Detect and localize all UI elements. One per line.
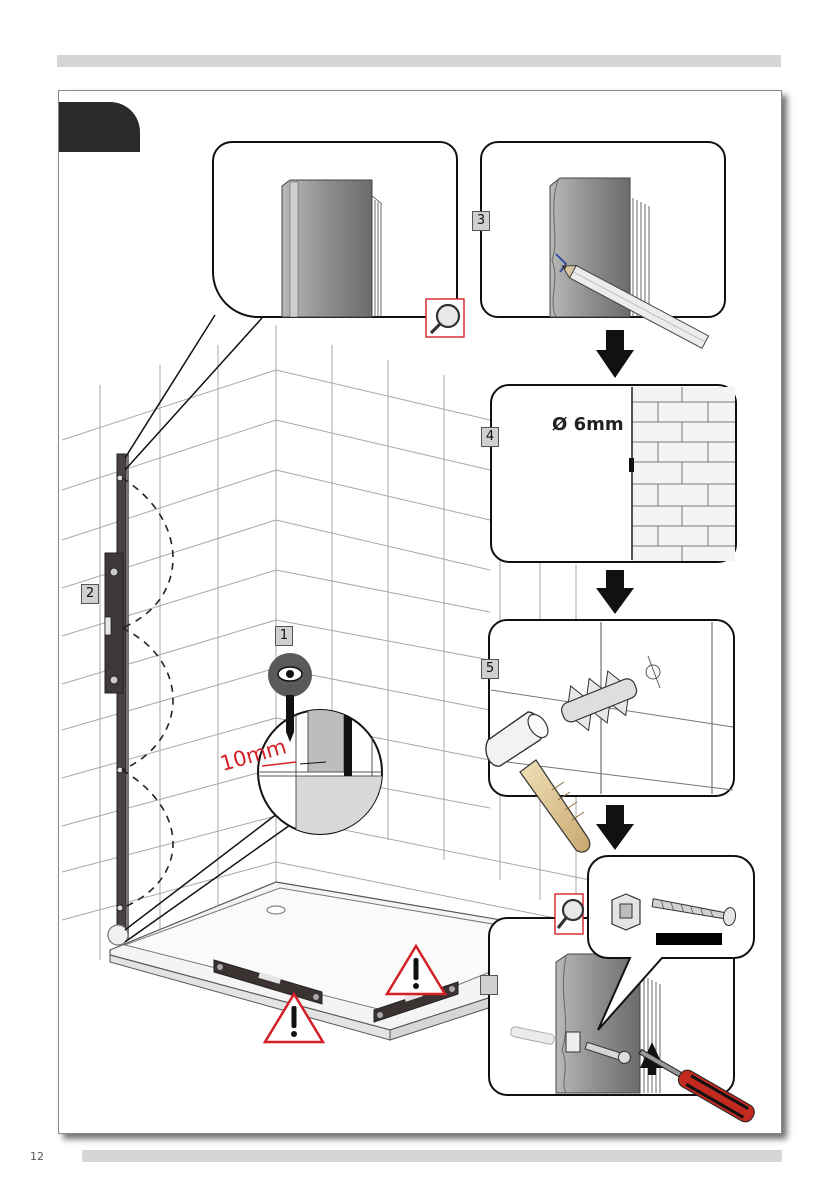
section-tab bbox=[59, 102, 140, 152]
step-label-4: 4 bbox=[481, 427, 499, 447]
zoom-callout-profile bbox=[125, 142, 457, 470]
step-label-5: 5 bbox=[481, 659, 499, 679]
arrow-down-icon bbox=[596, 330, 634, 378]
arrow-down-icon bbox=[596, 570, 634, 614]
magnifier-icon bbox=[426, 299, 464, 337]
arrow-down-icon bbox=[596, 805, 634, 850]
step-label-3: 3 bbox=[472, 211, 490, 231]
wall-bracket bbox=[105, 553, 123, 693]
swing-arcs bbox=[122, 478, 173, 908]
step-label-6 bbox=[480, 975, 498, 995]
step-label-2: 2 bbox=[81, 584, 99, 604]
step-label-1: 1 bbox=[275, 626, 293, 646]
page-number: 12 bbox=[30, 1150, 44, 1163]
drill-diameter-label: Ø 6mm bbox=[552, 414, 624, 435]
step3-panel bbox=[481, 142, 725, 348]
step4-panel bbox=[491, 385, 736, 562]
footer-bar bbox=[82, 1150, 782, 1162]
wall-profile bbox=[108, 454, 129, 945]
magnifier-icon bbox=[555, 894, 583, 934]
